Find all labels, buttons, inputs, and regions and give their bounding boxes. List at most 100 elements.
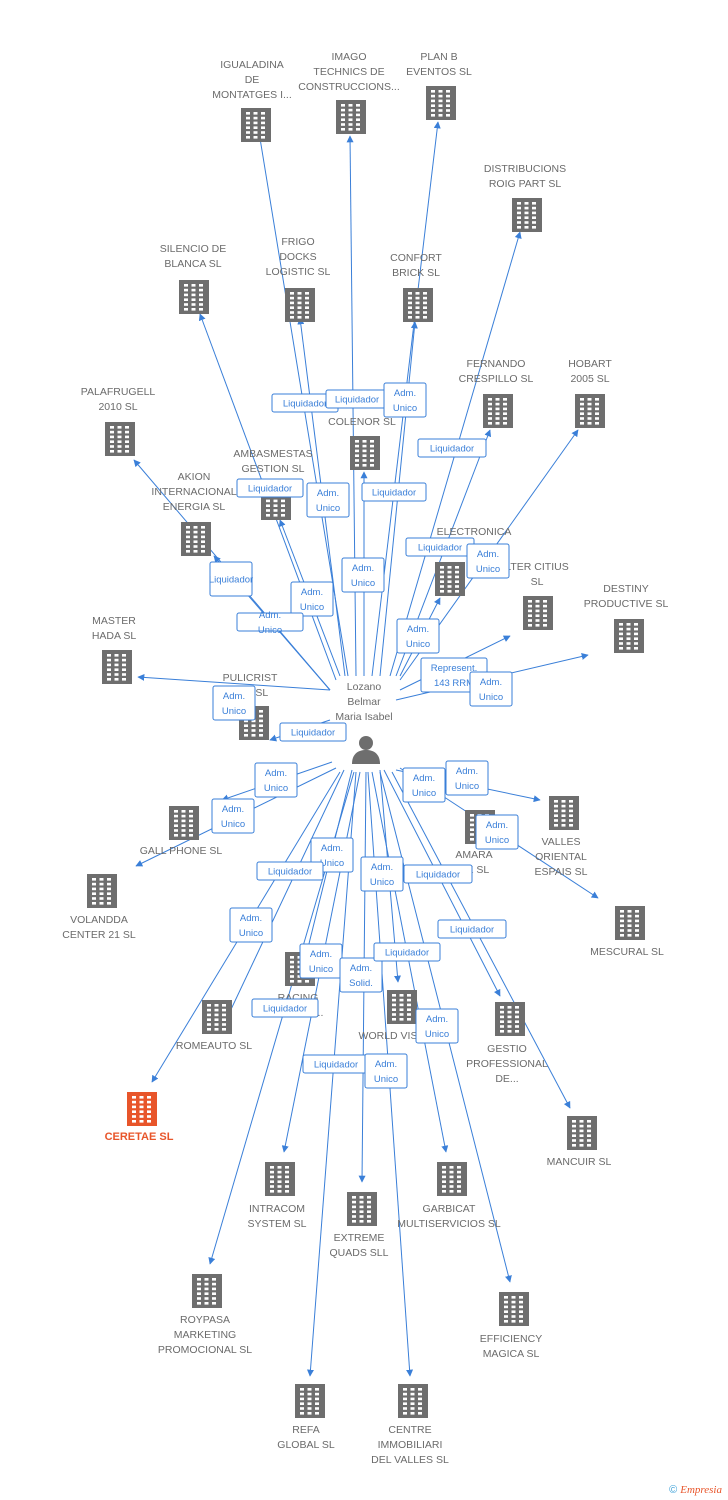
company-label: SL	[531, 576, 544, 588]
role-label: Unico	[222, 706, 246, 717]
company-node-romeauto[interactable]: ROMEAUTO SL	[176, 1000, 252, 1052]
role-badge: Liquidador	[279, 722, 347, 742]
edge-27	[391, 771, 571, 1109]
company-node-colenor[interactable]: COLENOR SL	[328, 416, 396, 470]
company-label: DEL VALLES SL	[371, 1454, 449, 1466]
brand-logo-text: Empresia	[680, 1484, 722, 1496]
company-label: PROFESSIONAL	[466, 1058, 548, 1070]
company-label: EVENTOS SL	[406, 66, 472, 78]
company-label: QUADS SLL	[330, 1247, 389, 1259]
role-label: Liquidador	[385, 948, 429, 959]
role-label: Unico	[374, 1074, 398, 1085]
role-label: Adm.	[259, 610, 281, 621]
company-label: LOGISTIC SL	[266, 266, 331, 278]
company-label: DISTRIBUCIONS	[484, 163, 566, 175]
role-label: Liquidador	[450, 925, 494, 936]
company-label: PLAN B	[420, 51, 457, 63]
building-icon	[87, 874, 117, 908]
role-label: Liquidador	[314, 1060, 358, 1071]
company-node-extreme[interactable]: EXTREME QUADS SLL	[330, 1192, 389, 1259]
company-label: REFA	[292, 1424, 319, 1436]
building-icon	[295, 1384, 325, 1418]
company-node-gallphone[interactable]: GALL PHONE SL	[140, 806, 223, 857]
role-label: Liquidador	[209, 575, 253, 586]
role-badge: Adm.Unico	[396, 618, 440, 654]
role-badge: Adm.Unico	[475, 814, 519, 850]
company-node-worldvis[interactable]: WORLD VIS	[359, 990, 418, 1042]
company-node-ceretae[interactable]: CERETAE SL	[105, 1092, 174, 1143]
company-label: CONFORT	[390, 252, 442, 264]
role-label: Unico	[370, 877, 394, 888]
role-label: Unico	[406, 639, 430, 650]
company-node-gestio[interactable]: GESTIOPROFESSIONALDE...	[466, 1002, 548, 1085]
building-icon	[179, 280, 209, 314]
building-icon	[512, 198, 542, 232]
company-label: MAGICA SL	[483, 1348, 540, 1360]
company-label: MULTISERVICIOS SL	[397, 1218, 501, 1230]
building-icon	[102, 650, 132, 684]
company-label: PALAFRUGELL	[81, 386, 156, 398]
role-badge: Liquidador	[236, 478, 304, 498]
company-label: ESPAIS SL	[535, 866, 588, 878]
company-label: AMBASMESTAS	[233, 448, 312, 460]
company-node-planb[interactable]: PLAN B EVENTOS SL	[406, 51, 472, 120]
role-badge: Liquidador	[302, 1054, 370, 1074]
building-icon	[336, 100, 366, 134]
edge-30	[371, 771, 449, 1153]
building-icon	[615, 906, 645, 940]
company-label: MARKETING	[174, 1329, 236, 1341]
company-label: DE...	[495, 1073, 518, 1085]
role-label: Unico	[300, 602, 324, 613]
building-icon	[495, 1002, 525, 1036]
building-icon	[265, 1162, 295, 1196]
company-label: IMAGO	[331, 51, 366, 63]
building-icon	[387, 990, 417, 1024]
role-label: Unico	[479, 692, 503, 703]
role-badge: Adm.Unico	[290, 581, 334, 617]
company-node-mancuir[interactable]: MANCUIR SL	[547, 1116, 612, 1168]
company-node-electronica[interactable]: ELECTRONICA	[435, 526, 511, 596]
role-label: Unico	[264, 783, 288, 794]
role-badge: Adm.Unico	[402, 767, 446, 803]
company-node-mescural[interactable]: MESCURAL SL	[590, 906, 664, 958]
role-label: Unico	[455, 781, 479, 792]
role-badge: Adm.Unico	[299, 943, 343, 979]
role-label: Adm.	[477, 549, 499, 560]
center-person[interactable]: Lozano Belmar Maria Isabel	[335, 681, 393, 764]
company-label: AMARA	[455, 849, 492, 861]
company-label: EXTREME	[334, 1232, 385, 1244]
role-badge: Adm.Unico	[445, 760, 489, 796]
footer-brand[interactable]: © Empresia	[669, 1484, 722, 1496]
role-label: 143 RRM	[434, 678, 474, 689]
building-icon	[575, 394, 605, 428]
role-label: Solid.	[349, 978, 373, 989]
company-label: ELECTRONICA	[437, 526, 512, 538]
edge-16	[137, 673, 331, 691]
role-badge: Adm.Unico	[415, 1008, 459, 1044]
building-icon	[181, 522, 211, 556]
role-label: Unico	[425, 1029, 449, 1040]
company-label: GALL PHONE SL	[140, 845, 223, 857]
